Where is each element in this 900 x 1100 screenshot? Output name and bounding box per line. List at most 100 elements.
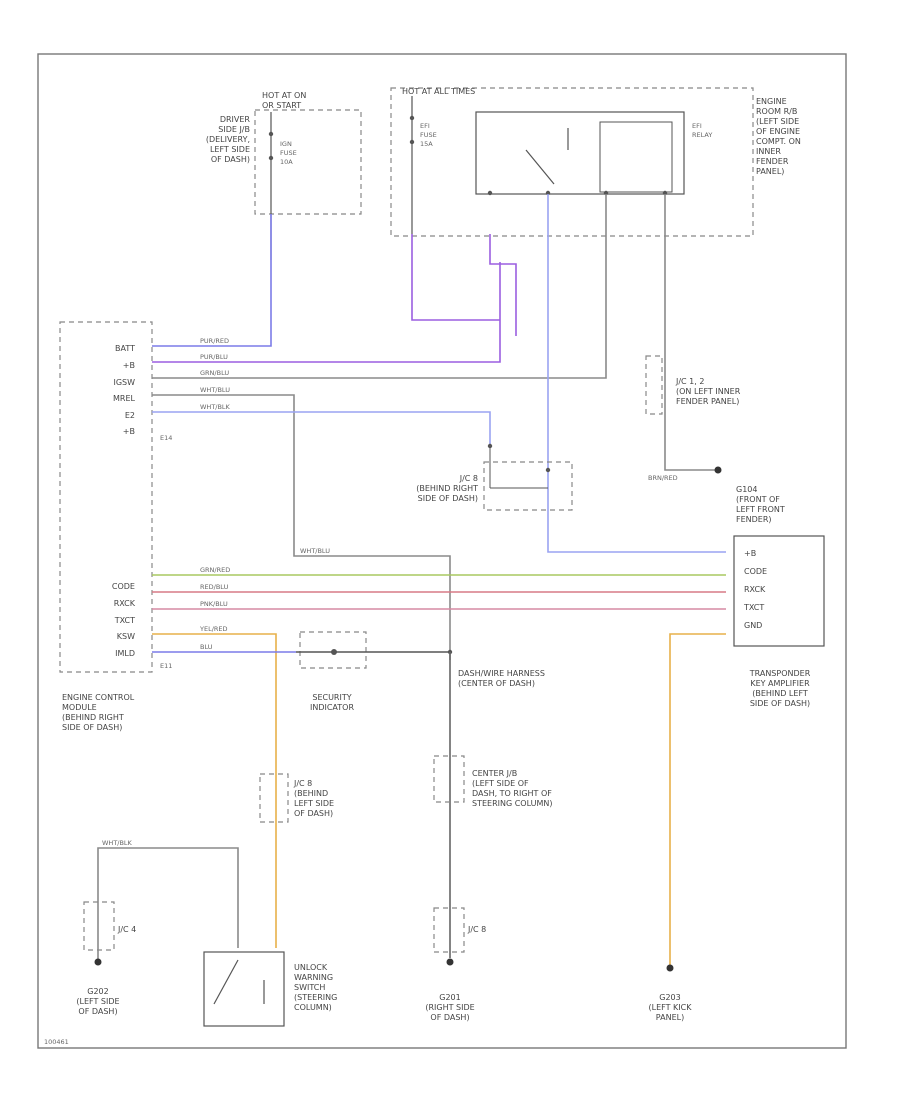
driver-jb-box xyxy=(254,109,362,215)
transponder-pin-txct: TXCT xyxy=(743,603,764,612)
wire-rxck-label: RED/BLU xyxy=(200,583,229,591)
g104-label-3: LEFT FRONT xyxy=(736,505,785,514)
wire-left-ground-label: WHT/BLK xyxy=(102,839,133,847)
jc-right-label: J/C 8 xyxy=(467,925,486,934)
ign-fuse-label-3: 10A xyxy=(280,158,293,166)
g202-label-2: (LEFT SIDE xyxy=(76,997,119,1006)
wire-ksw-label: YEL/RED xyxy=(199,625,228,633)
engine-room-label-6: INNER xyxy=(756,147,781,156)
unlock-switch-contact xyxy=(213,959,239,1005)
ecm-label-3: (BEHIND RIGHT xyxy=(62,713,124,722)
driver-jb-label-2: SIDE J/B xyxy=(218,125,250,134)
jc-left-label: J/C 4 xyxy=(117,925,136,934)
transponder-pin-rxck: RXCK xyxy=(744,585,766,594)
transponder-label-1: TRANSPONDER xyxy=(749,669,811,678)
jc-a-label-1: J/C 8 xyxy=(459,474,478,483)
wire-mrel xyxy=(152,394,451,660)
ecm-pin-ksw: KSW xyxy=(117,632,135,641)
hot-at-on-label-2: OR START xyxy=(262,101,301,110)
efi-relay-label-1: EFI xyxy=(692,122,702,130)
driver-jb-label-3: (DELIVERY, xyxy=(206,135,250,144)
relay-pin-1 xyxy=(487,190,493,196)
g104-label-4: FENDER) xyxy=(736,515,772,524)
efi-relay-box xyxy=(475,111,685,195)
wire-batt-label: PUR/RED xyxy=(200,337,229,345)
ecm-pin-b: +B xyxy=(123,361,135,370)
wire-e2 xyxy=(152,411,491,446)
g202-label-3: OF DASH) xyxy=(78,1007,117,1016)
transponder-pin-gnd: GND xyxy=(744,621,762,630)
wire-ground-label: BRN/RED xyxy=(648,474,678,482)
wire-relay-ground xyxy=(664,194,718,471)
g203-label-1: G203 xyxy=(659,993,680,1002)
dash-harness-label-2: (CENTER OF DASH) xyxy=(458,679,535,688)
center-jb-label-4: STEERING COLUMN) xyxy=(472,799,553,808)
dash-harness-label-1: DASH/WIRE HARNESS xyxy=(458,669,545,678)
ecm-pin-code: CODE xyxy=(112,582,135,591)
ign-fuse-label-2: FUSE xyxy=(280,149,297,157)
driver-jb-label-4: LEFT SIDE xyxy=(210,145,250,154)
center-jb-label-2: (LEFT SIDE OF xyxy=(472,779,529,788)
efi-relay-label-2: RELAY xyxy=(692,131,712,139)
wire-igsw-label: GRN/BLU xyxy=(200,369,229,377)
ecm-label-1: ENGINE CONTROL xyxy=(62,693,135,702)
jc-right-box xyxy=(433,907,465,953)
security-led xyxy=(331,649,337,655)
g203-label-2: (LEFT KICK xyxy=(649,1003,693,1012)
efi-fuse-label-2: FUSE xyxy=(420,131,437,139)
hot-at-all-times-label: HOT AT ALL TIMES xyxy=(402,87,475,96)
ecm-e11-label: E11 xyxy=(160,662,172,670)
diagram-frame xyxy=(37,53,847,1049)
ign-fuse-label-1: IGN xyxy=(280,140,292,148)
wire-imld-label: BLU xyxy=(200,643,213,651)
wire-code-label: GRN/RED xyxy=(200,566,230,574)
ecm-pin-igsw: IGSW xyxy=(113,378,135,387)
jc-a-box xyxy=(483,461,573,511)
jc-12-box xyxy=(645,355,663,415)
ecm-pin-batt: BATT xyxy=(115,344,135,353)
g203-label-3: PANEL) xyxy=(656,1013,684,1022)
jc-12-label-2: (ON LEFT INNER xyxy=(676,387,741,396)
engine-room-label-4: OF ENGINE xyxy=(756,127,800,136)
security-label-2: INDICATOR xyxy=(310,703,354,712)
unlock-switch-box xyxy=(203,951,285,1027)
jc-12-label-3: FENDER PANEL) xyxy=(676,397,739,406)
jc-mid-label-2: (BEHIND xyxy=(294,789,328,798)
transponder-pin-code: CODE xyxy=(744,567,767,576)
ecm-pin-rxck: RXCK xyxy=(114,599,136,608)
g201-label-2: (RIGHT SIDE xyxy=(425,1003,474,1012)
engine-room-label-7: FENDER xyxy=(756,157,789,166)
ign-fuse-terminal xyxy=(268,131,274,137)
center-jb-box xyxy=(433,755,465,803)
jc-12-label-1: J/C 1, 2 xyxy=(675,377,704,386)
g201-label-3: OF DASH) xyxy=(430,1013,469,1022)
g104-ground xyxy=(714,466,722,474)
jc-a-label-3: SIDE OF DASH) xyxy=(418,494,478,503)
efi-fuse-terminal-2 xyxy=(409,139,415,145)
g203-ground xyxy=(666,964,674,972)
g202-label-1: G202 xyxy=(87,987,108,996)
security-indicator-box xyxy=(299,631,367,669)
efi-fuse-terminal xyxy=(409,115,415,121)
jc-mid-label-3: LEFT SIDE xyxy=(294,799,334,808)
ecm-pin-mrel: MREL xyxy=(113,394,136,403)
efi-relay-coil xyxy=(599,121,673,193)
engine-room-rb-box xyxy=(390,87,754,237)
jc-mid-label-4: OF DASH) xyxy=(294,809,333,818)
transponder-label-4: SIDE OF DASH) xyxy=(750,699,810,708)
wire-txct-label: PNK/BLU xyxy=(200,600,228,608)
transponder-label-3: (BEHIND LEFT xyxy=(752,689,808,698)
unlock-label-2: WARNING xyxy=(294,973,333,982)
jc-a-label-2: (BEHIND RIGHT xyxy=(416,484,478,493)
wire-mrel-label: WHT/BLU xyxy=(200,386,230,394)
wire-igsw xyxy=(152,194,607,379)
center-jb-label-1: CENTER J/B xyxy=(472,769,517,778)
driver-jb-label-5: OF DASH) xyxy=(211,155,250,164)
efi-fuse-label-1: EFI xyxy=(420,122,430,130)
wire-transponder-gnd xyxy=(669,633,726,966)
ecm-e14-label: E14 xyxy=(160,434,172,442)
ecm-pin-b2: +B xyxy=(123,427,135,436)
center-jb-label-3: DASH, TO RIGHT OF xyxy=(472,789,552,798)
diagram-id: 100461 xyxy=(44,1038,69,1046)
transponder-label-2: KEY AMPLIFIER xyxy=(750,679,810,688)
